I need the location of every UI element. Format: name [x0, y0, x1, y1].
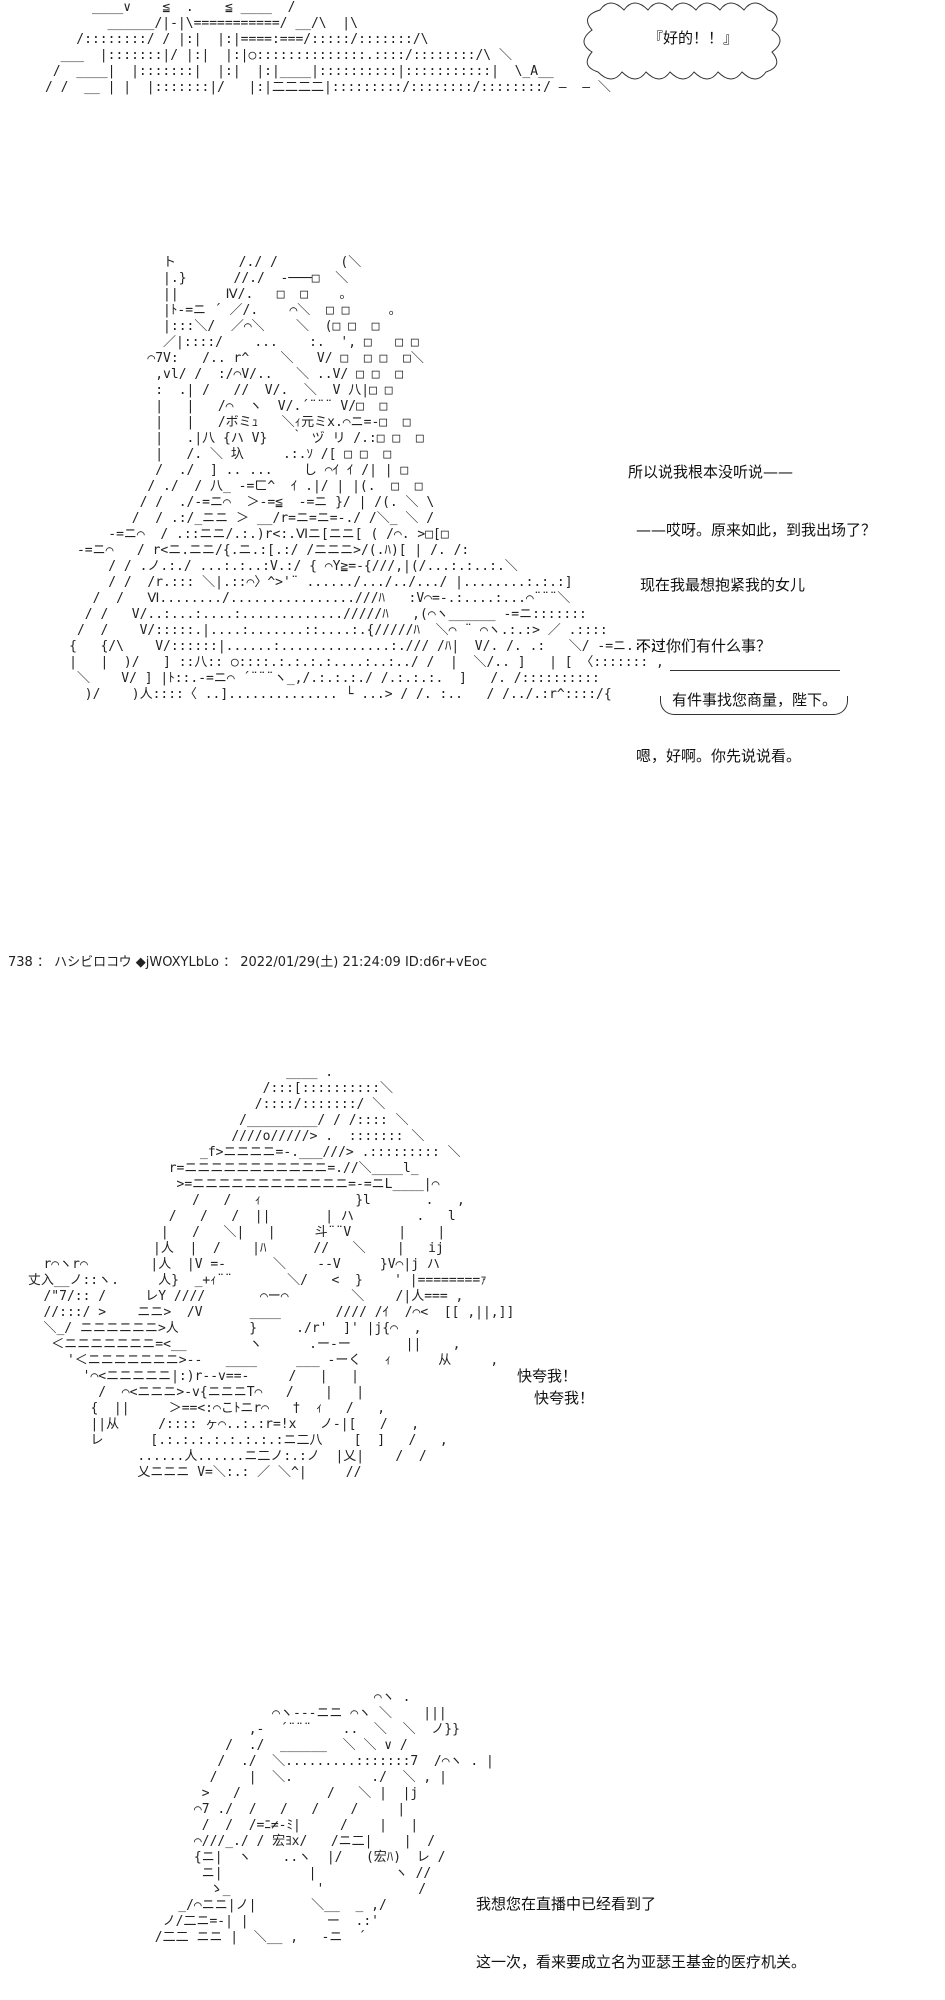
dialogue-bottom-1: 我想您在直播中已经看到了	[476, 1895, 657, 1913]
dialogue-line-1: 所以说我根本没听说——	[628, 463, 794, 481]
ascii-art-bragging-character: ____ . /:::[::::::::::＼ /::::/:::::::/ ＼…	[27, 1065, 515, 1480]
post-author-trip: ◆jWOXYLbLo	[135, 955, 219, 970]
post-header: 738 ： ハシビロコウ ◆jWOXYLbLo ： 2022/01/29(土) …	[8, 955, 487, 970]
ascii-art-bottom-character: ⌒ヽ . ⌒ヽ---ニニ ⌒ヽ ＼ ||| ,- ´¨¨¨ .. ＼ ＼ ノ}}…	[154, 1690, 494, 1945]
speech-box-bottom-border	[660, 696, 848, 715]
dialogue-line-5: 有件事找您商量，陛下。	[672, 691, 838, 709]
speech-box-top-border	[670, 670, 840, 671]
dialogue-line-2: ——哎呀。原来如此，到我出场了？	[636, 521, 877, 539]
cloud-text: 『好的！！』	[648, 29, 739, 47]
post-number: 738	[8, 955, 33, 970]
shout-text-2: 快夸我！	[534, 1389, 595, 1407]
post-id: ID:d6r+vEoc	[404, 955, 487, 970]
ascii-art-scene-top: ____∨ ≦ . ≦ ____ / ______/|-|\==========…	[45, 0, 611, 95]
cloud-outline-icon	[583, 2, 781, 80]
ascii-art-king-character: ト /./ / (＼ |.} //./ ‐───□ ＼ || Ⅳ/. □ □ 。…	[69, 255, 673, 702]
dialogue-line-3: 现在我最想抱紧我的女儿	[640, 576, 806, 594]
post-author-name: ハシビロコウ	[54, 955, 132, 970]
dialogue-line-6: 嗯，好啊。你先说说看。	[636, 747, 802, 765]
shout-text-1: 快夸我！	[517, 1367, 578, 1385]
speech-cloud	[580, 0, 820, 100]
dialogue-line-4: 不过你们有什么事？	[636, 637, 772, 655]
dialogue-bottom-2: 这一次，看来要成立名为亚瑟王基金的医疗机关。	[476, 1953, 807, 1971]
post-datetime: 2022/01/29(土) 21:24:09	[240, 955, 401, 970]
